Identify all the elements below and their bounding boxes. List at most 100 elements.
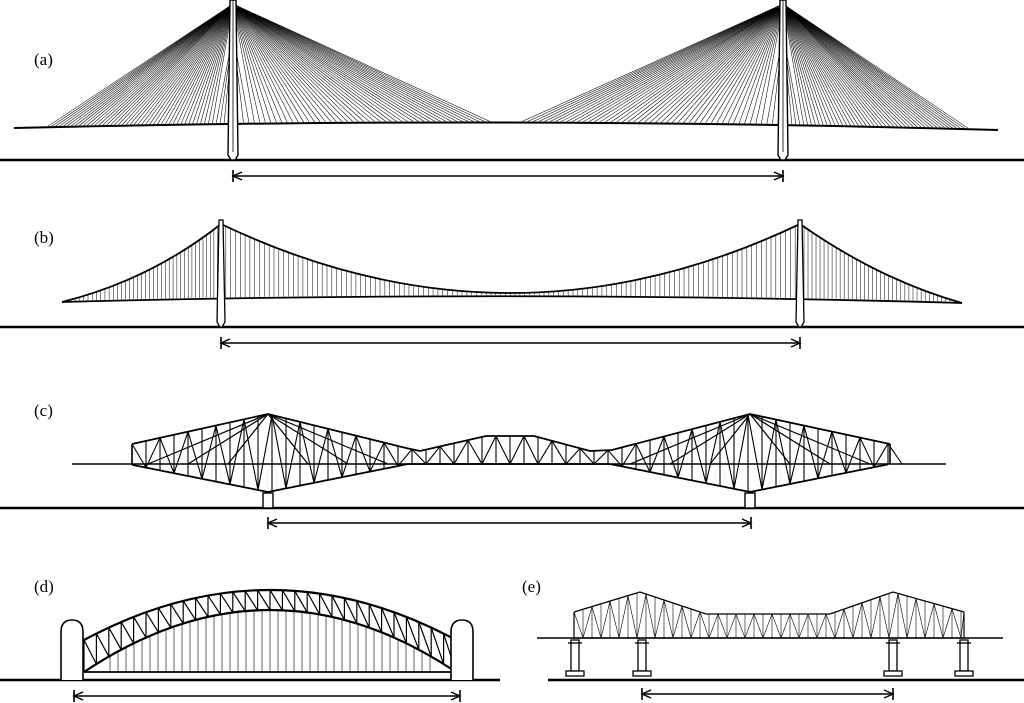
stay-cable: [738, 3, 784, 124]
stay-cable: [55, 3, 234, 127]
stay-cable: [232, 3, 419, 122]
stay-cable: [782, 3, 957, 129]
pier-footing: [883, 670, 903, 677]
diagonal-member: [888, 593, 899, 639]
diagonal-member: [582, 606, 593, 639]
arch-diagonal: [331, 595, 345, 621]
stay-cable: [544, 3, 784, 122]
diagonal-member: [705, 421, 721, 484]
diagonal-member: [852, 602, 863, 639]
stay-cable: [782, 3, 894, 127]
diagonal-member: [425, 446, 441, 465]
stay-cable: [527, 3, 784, 122]
stay-cable: [188, 3, 234, 124]
stay-cable: [699, 3, 784, 124]
stay-cable: [110, 3, 234, 126]
truss-members: [131, 413, 903, 493]
diagonal-member: [271, 414, 287, 489]
stay-cable: [79, 3, 234, 126]
stay-cable: [232, 3, 261, 123]
diagonal-member: [243, 419, 259, 491]
stay-cable: [184, 3, 234, 124]
stay-cable: [782, 3, 851, 126]
stay-cable: [232, 3, 474, 122]
stay-cable: [688, 3, 784, 123]
arch-diagonal: [294, 590, 308, 613]
stay-cable: [172, 3, 234, 124]
cable-stayed-bridge: [0, 0, 1024, 182]
stay-cable: [533, 3, 784, 122]
stay-cable: [782, 3, 910, 127]
deck: [61, 295, 963, 304]
diagonal-member: [299, 421, 315, 483]
stay-cable: [153, 3, 234, 125]
stay-cable: [633, 3, 784, 123]
stay-cable: [232, 3, 452, 122]
diagonal-member: [397, 448, 413, 467]
stay-cable: [577, 3, 784, 123]
stay-cable: [644, 3, 784, 123]
stay-cable: [232, 3, 376, 122]
stay-cable: [232, 3, 408, 122]
stay-cable: [744, 3, 784, 124]
diagonal-member: [942, 608, 953, 639]
stay-cable: [782, 3, 863, 126]
stay-cable: [782, 3, 824, 125]
stay-cable: [232, 3, 485, 122]
suspension-bridge: [0, 219, 1024, 349]
stay-cable: [232, 3, 326, 123]
dimension-arrow: [219, 338, 231, 348]
stay-cable: [677, 3, 784, 123]
span-dimension: [231, 170, 785, 182]
arch-diagonal: [157, 607, 172, 628]
stay-cable: [782, 3, 941, 128]
diagonal-member: [726, 613, 737, 639]
abutment-pylon: [60, 619, 84, 680]
stay-cable: [722, 3, 784, 124]
stay-cable: [571, 3, 784, 122]
stay-cable: [232, 3, 310, 123]
span-dimension: [640, 688, 895, 700]
stay-cable: [232, 3, 463, 122]
pier: [632, 639, 652, 677]
diagonal-member: [761, 419, 777, 490]
dimension-arrow: [790, 338, 802, 348]
stay-cable: [208, 3, 234, 124]
stay-cable: [660, 3, 784, 123]
truss-members: [573, 591, 965, 639]
continuous-truss-bridge: [537, 591, 1024, 700]
diagonal-member: [733, 414, 749, 489]
stay-cable: [200, 3, 234, 124]
stay-cable: [782, 3, 847, 126]
stay-cable: [655, 3, 784, 123]
stay-cable: [782, 3, 930, 128]
diagonal-member: [906, 598, 917, 639]
stay-cable: [638, 3, 784, 123]
diagonal-member: [551, 440, 567, 465]
arch-diagonal: [108, 627, 122, 650]
dimension-arrow: [640, 689, 652, 699]
cantilever-diagonal: [267, 413, 309, 465]
diagonal-member: [825, 613, 836, 639]
diagonal-member: [654, 599, 665, 639]
cantilever-diagonal: [187, 413, 269, 465]
stay-cable: [782, 3, 855, 126]
cantilever-diagonal: [267, 413, 349, 465]
stay-cable: [782, 3, 945, 128]
arch-diagonal: [133, 616, 147, 638]
arch-diagonal: [207, 595, 221, 615]
panel-label-c: (c): [34, 401, 53, 420]
top-chord: [573, 591, 965, 615]
stay-cable: [232, 3, 370, 122]
cantilever-diagonal: [749, 413, 871, 465]
diagonal-member: [313, 428, 329, 483]
stay-cable: [782, 3, 816, 125]
arch-hangers: [109, 610, 431, 672]
stay-cable: [782, 3, 922, 128]
stay-cable: [59, 3, 234, 127]
arch-diagonal: [244, 590, 259, 611]
dimension-arrow: [266, 518, 278, 528]
stay-cable: [782, 3, 933, 128]
stay-cable: [102, 3, 234, 126]
